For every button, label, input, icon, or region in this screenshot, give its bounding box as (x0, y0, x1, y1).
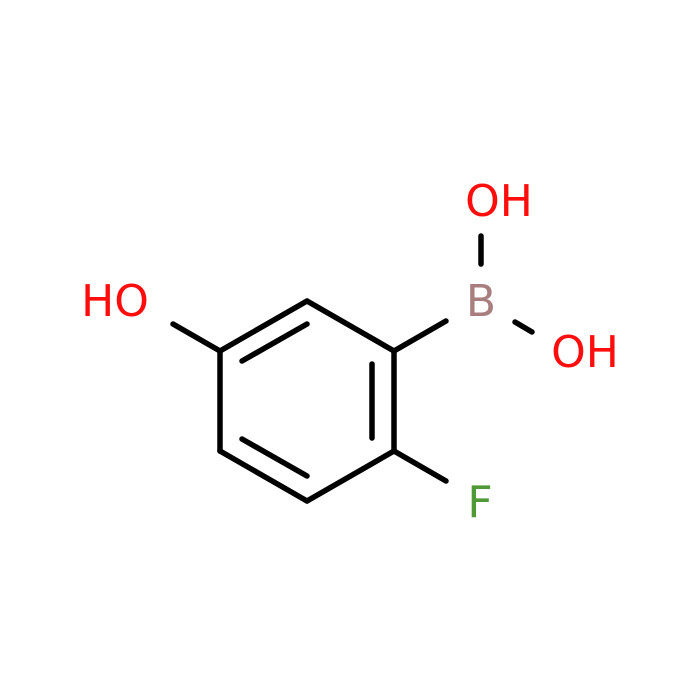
bond-b-oh-right (512, 319, 535, 335)
atom-labels: OH B OH HO F (81, 176, 619, 528)
ring-bond (217, 448, 310, 504)
boron-label: B (466, 276, 496, 327)
bond-c-oh-left (170, 321, 223, 354)
bonds (170, 233, 535, 504)
ring-bond (304, 298, 397, 354)
bond-c-f (391, 448, 449, 484)
fluorine-label: F (467, 477, 492, 528)
oh-right-label: OH (551, 327, 619, 378)
ring-bond (217, 298, 310, 354)
double-bond-inner (239, 436, 310, 479)
oh-top-label: OH (465, 176, 533, 227)
ring-bond (304, 448, 397, 504)
ho-left-label: HO (81, 276, 149, 327)
double-bond-inner (239, 321, 310, 364)
bond-c-b (391, 318, 449, 354)
